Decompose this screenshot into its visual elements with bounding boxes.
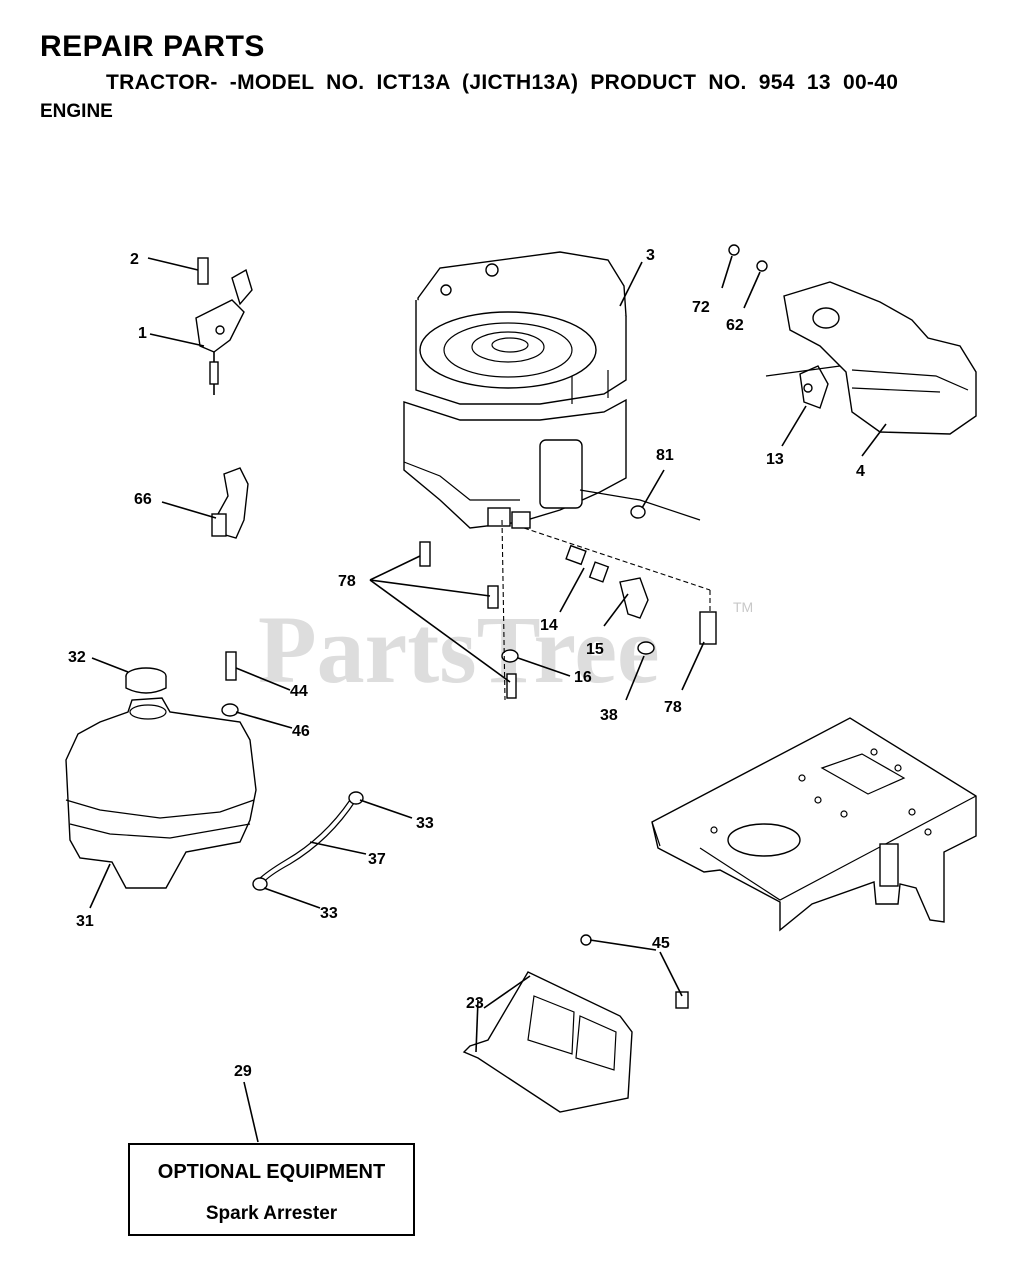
callout-66: 66: [134, 491, 152, 508]
muffler-part[interactable]: [728, 244, 977, 435]
callout-3: 3: [646, 247, 655, 264]
frame-part[interactable]: [651, 717, 977, 932]
callout-4: 4: [856, 463, 865, 480]
callout-14: 14: [540, 617, 558, 634]
watermark-text: PartsTree: [258, 596, 660, 703]
fuel-tank-part[interactable]: [65, 667, 257, 889]
callout-33-top: 33: [416, 815, 434, 832]
callout-37: 37: [368, 851, 386, 868]
callout-78: 78: [664, 699, 682, 716]
watermark-trademark: TM: [733, 599, 753, 615]
callout-16: 16: [574, 669, 592, 686]
heat-shield-part[interactable]: [462, 934, 689, 1113]
callout-38: 38: [600, 707, 618, 724]
callout-13: 13: [766, 451, 784, 468]
callout-labels: 2 1 3 72 62 13 4 66 81 78 14 15 16 38 78…: [68, 247, 865, 1080]
callout-46: 46: [292, 723, 310, 740]
callout-33-bottom: 33: [320, 905, 338, 922]
hardware-parts[interactable]: [221, 505, 717, 717]
callout-45: 45: [652, 935, 670, 952]
callout-31: 31: [76, 913, 94, 930]
callout-15: 15: [586, 641, 604, 658]
optional-equipment-box: OPTIONAL EQUIPMENT Spark Arrester: [128, 1143, 415, 1236]
model-subtitle: TRACTOR- -MODEL NO. ICT13A (JICTH13A) PR…: [106, 71, 899, 94]
callout-leaders: [89, 255, 887, 1143]
callout-78-bolts: 78: [338, 573, 356, 590]
callout-23: 23: [466, 995, 484, 1012]
callout-29: 29: [234, 1063, 252, 1080]
callout-72: 72: [692, 299, 710, 316]
engine-part[interactable]: [403, 251, 701, 529]
spark-arrester-item: Spark Arrester: [205, 1203, 338, 1224]
callout-62: 62: [726, 317, 744, 334]
callout-1: 1: [138, 325, 147, 342]
callout-2: 2: [130, 251, 139, 268]
callout-32: 32: [68, 649, 86, 666]
section-title: ENGINE: [40, 101, 113, 122]
fuel-line-part[interactable]: [252, 791, 364, 891]
callout-81: 81: [656, 447, 674, 464]
callout-44: 44: [290, 683, 308, 700]
page-title: REPAIR PARTS: [40, 30, 265, 63]
optional-equipment-title: OPTIONAL EQUIPMENT: [157, 1161, 386, 1183]
bracket-part[interactable]: [211, 467, 249, 539]
throttle-control-part[interactable]: [195, 257, 253, 395]
